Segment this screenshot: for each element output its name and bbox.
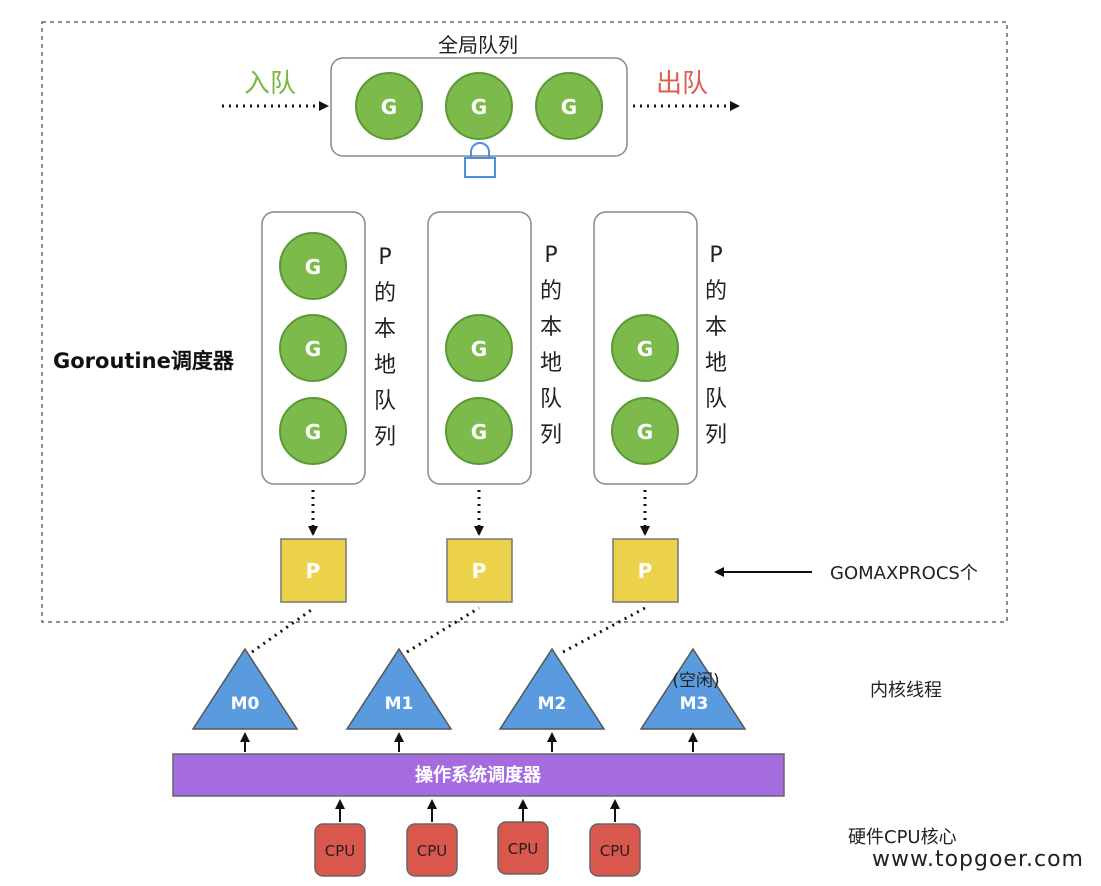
local-queue-goroutine: G [611,314,679,382]
idle-note: (空闲) [672,671,719,691]
svg-text:的: 的 [374,281,396,306]
local-queue-caption: P 的 本 地 队 列 [540,243,562,448]
kernel-thread-label: 内核线程 [870,680,942,701]
processor-p: P [446,538,513,603]
svg-text:本: 本 [540,315,562,340]
processor-p: P [612,538,679,603]
svg-text:的: 的 [705,279,727,304]
svg-text:本: 本 [705,315,727,340]
svg-text:P: P [709,243,722,268]
lock-icon [464,142,496,178]
svg-text:M0: M0 [231,694,260,714]
svg-text:CPU: CPU [508,840,539,858]
svg-text:队: 队 [540,387,562,412]
svg-text:操作系统调度器: 操作系统调度器 [415,764,542,786]
svg-text:G: G [471,420,487,444]
svg-text:G: G [305,420,321,444]
svg-text:CPU: CPU [600,842,631,860]
p-to-m-link [251,606,315,654]
svg-text:M3: M3 [680,694,709,714]
thread-m: (空闲) M3 [639,647,747,730]
p-to-m-link [406,606,480,654]
svg-text:M2: M2 [538,694,567,714]
svg-text:G: G [637,420,653,444]
local-queue-goroutine: G [279,314,347,382]
svg-text:G: G [471,95,487,119]
svg-text:M1: M1 [385,694,414,714]
svg-text:P: P [544,243,557,268]
svg-text:列: 列 [374,425,396,450]
cpu-core: CPU [314,823,366,877]
svg-text:列: 列 [705,423,727,448]
local-queue-goroutine: G [611,397,679,465]
watermark: www.topgoer.com [872,847,1084,872]
svg-text:地: 地 [705,351,727,376]
dequeue-label: 出队 [656,69,708,99]
local-queue-goroutine: G [445,397,513,465]
processor-p: P [280,538,347,603]
p-to-m-link [562,606,646,654]
global-queue-goroutine: G [445,72,513,140]
svg-text:G: G [305,337,321,361]
svg-text:G: G [561,95,577,119]
svg-text:P: P [638,559,653,583]
gomaxprocs-label: GOMAXPROCS个 [830,563,978,584]
svg-text:G: G [471,337,487,361]
cpu-core: CPU [406,823,458,877]
local-queue-caption: P 的 本 地 队 列 [705,243,727,448]
os-scheduler-bar: 操作系统调度器 [172,753,785,797]
svg-text:地: 地 [540,351,562,376]
svg-text:本: 本 [374,317,396,342]
local-queue-caption: P 的 本 地 队 列 [374,245,396,450]
hardware-label: 硬件CPU核心 [848,827,957,848]
global-queue-title: 全局队列 [438,33,518,57]
enqueue-label: 入队 [244,69,296,99]
global-queue-goroutine: G [355,72,423,140]
svg-text:队: 队 [705,387,727,412]
thread-m: M1 [345,647,453,730]
local-queue-goroutine: G [279,232,347,300]
thread-m: M0 [191,647,299,730]
svg-text:列: 列 [540,423,562,448]
svg-text:CPU: CPU [417,842,448,860]
local-queue-goroutine: G [279,397,347,465]
svg-text:G: G [305,255,321,279]
svg-text:G: G [381,95,397,119]
cpu-core: CPU [589,823,641,877]
svg-text:队: 队 [374,389,396,414]
svg-text:CPU: CPU [325,842,356,860]
svg-text:的: 的 [540,279,562,304]
svg-text:地: 地 [374,353,396,378]
global-queue-goroutine: G [535,72,603,140]
local-queue-goroutine: G [445,314,513,382]
svg-text:P: P [378,245,391,270]
svg-text:P: P [306,559,321,583]
scheduler-label: Goroutine调度器 [53,349,235,373]
goroutine-scheduler-frame [41,21,1008,623]
cpu-core: CPU [497,821,549,875]
svg-text:G: G [637,337,653,361]
svg-text:P: P [472,559,487,583]
thread-m: M2 [498,647,606,730]
